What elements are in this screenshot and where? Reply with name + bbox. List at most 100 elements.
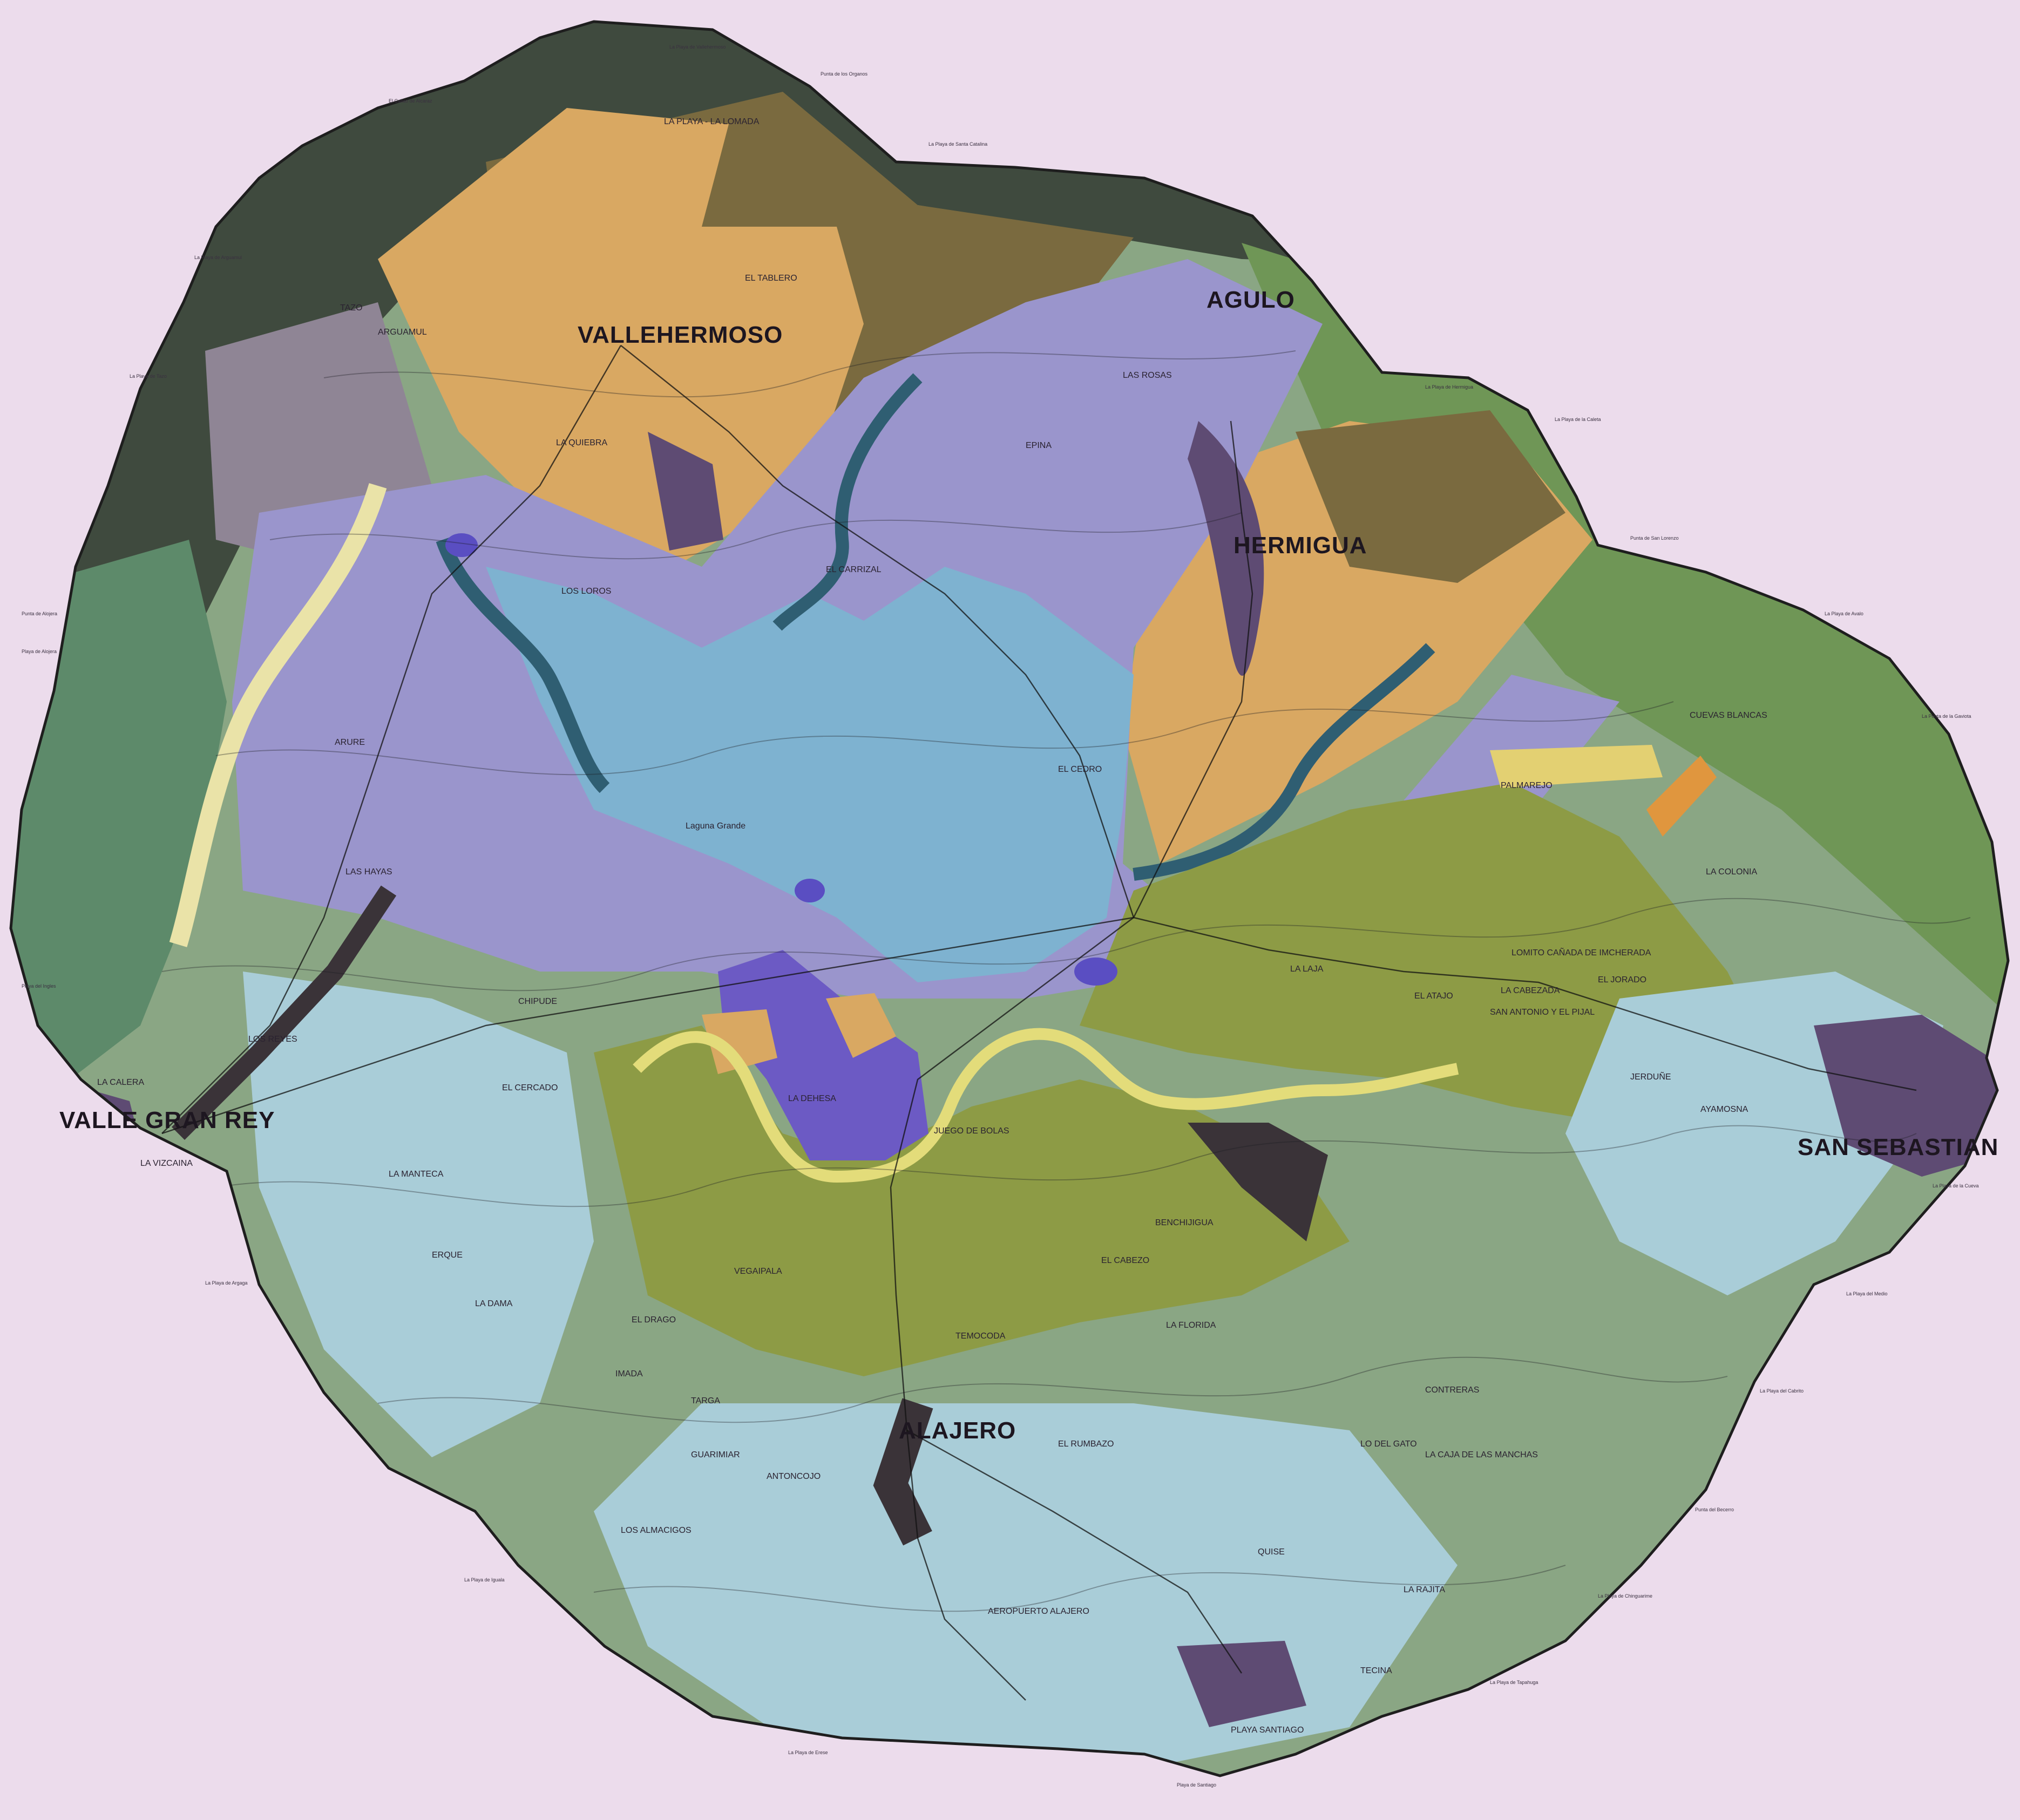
village-label: GUARIMIAR bbox=[691, 1450, 740, 1459]
village-label: LOS REYES bbox=[248, 1035, 297, 1044]
village-label: CONTRERAS bbox=[1425, 1386, 1479, 1395]
village-label: LA CALERA bbox=[97, 1078, 144, 1087]
coastal-label: La Playa de Arguamul bbox=[194, 255, 242, 260]
town-labels: VALLEHERMOSO AGULO HERMIGUA SAN SEBASTIA… bbox=[59, 287, 1998, 1444]
village-label: LAS ROSAS bbox=[1123, 371, 1172, 380]
village-label: LA LAJA bbox=[1290, 965, 1324, 974]
town-label-valle-gran-rey: VALLE GRAN REY bbox=[59, 1107, 275, 1133]
village-label: LA PLAYA - LA LOMADA bbox=[664, 117, 760, 126]
village-label: TEMOCODA bbox=[955, 1332, 1006, 1341]
coastal-label: Playa del Ingles bbox=[22, 983, 56, 989]
town-label-hermigua: HERMIGUA bbox=[1233, 532, 1367, 559]
coastal-labels: El Callao de Alcaraz La Playa de Vallehe… bbox=[22, 44, 1979, 1788]
coastal-label: La Punta de la Gaviota bbox=[1922, 714, 1971, 719]
unit-paleblue-south bbox=[594, 1403, 1458, 1776]
coastal-label: Punta del Becerro bbox=[1695, 1507, 1734, 1512]
village-label: LOS ALMACIGOS bbox=[621, 1526, 692, 1535]
village-label: PLAYA SANTIAGO bbox=[1231, 1726, 1304, 1735]
coastal-label: Punta de los Organos bbox=[821, 71, 868, 77]
coastal-label: La Playa de Chinguarime bbox=[1598, 1593, 1652, 1599]
village-label: EL CEDRO bbox=[1058, 765, 1102, 774]
coastal-label: La Playa del Medio bbox=[1846, 1291, 1888, 1296]
coastal-label: Punta de San Lorenzo bbox=[1630, 535, 1679, 541]
village-labels: LA PLAYA - LA LOMADA TAZO ARGUAMUL EL CA… bbox=[97, 117, 1767, 1735]
village-label: LA COLONIA bbox=[1706, 867, 1757, 877]
village-label: QUISE bbox=[1258, 1547, 1285, 1557]
village-label: EL ATAJO bbox=[1414, 992, 1453, 1001]
unit-darkbrown-sw bbox=[171, 885, 397, 1140]
unit-darkbrown-south bbox=[873, 1398, 933, 1546]
coastal-label: La Playa de Vallehermoso bbox=[669, 44, 726, 50]
village-label: LA CAJA DE LAS MANCHAS bbox=[1425, 1450, 1538, 1459]
unit-lightblue-plateau bbox=[486, 567, 1134, 982]
village-label: LA QUIEBRA bbox=[556, 438, 607, 447]
unit-yellow-west-strip bbox=[169, 483, 387, 947]
village-label: VEGAIPALA bbox=[734, 1267, 782, 1276]
village-label: ARGUAMUL bbox=[378, 328, 427, 337]
village-label: TECINA bbox=[1360, 1666, 1392, 1675]
village-label: LO DEL GATO bbox=[1360, 1439, 1417, 1449]
village-label: CHIPUDE bbox=[518, 997, 557, 1006]
village-label: ERQUE bbox=[432, 1251, 463, 1260]
village-label: LOMITO CAÑADA DE IMCHERADA bbox=[1511, 947, 1651, 957]
village-label: EL TABLERO bbox=[745, 274, 797, 283]
unit-purple-santiago bbox=[1177, 1641, 1306, 1727]
unit-orange-east-1 bbox=[1490, 745, 1663, 788]
unit-teal-dyke-east bbox=[1133, 643, 1435, 881]
village-label: LAS HAYAS bbox=[345, 867, 392, 877]
village-label: BENCHIJIGUA bbox=[1155, 1218, 1214, 1227]
unit-orange-east-2 bbox=[1646, 756, 1717, 837]
village-label: LA FLORIDA bbox=[1166, 1321, 1216, 1330]
town-label-alajero: ALAJERO bbox=[899, 1417, 1016, 1444]
village-label: TARGA bbox=[691, 1396, 720, 1405]
unit-teal-dyke-west bbox=[436, 537, 610, 793]
unit-olive-south bbox=[594, 1026, 1350, 1376]
unit-yellow-ring bbox=[633, 1028, 1459, 1183]
coastal-label: La Playa de Santa Catalina bbox=[928, 141, 987, 147]
coastal-label: La Playa de Tapahuga bbox=[1490, 1680, 1538, 1685]
coastal-label: La Playa del Cabrito bbox=[1760, 1388, 1804, 1394]
village-label: LA MANTECA bbox=[389, 1170, 444, 1179]
unit-violet-crater bbox=[718, 950, 928, 1160]
unit-purple-sansebastian bbox=[1814, 1015, 2008, 1177]
town-label-vallehermoso: VALLEHERMOSO bbox=[578, 322, 783, 348]
village-label: EL CERCADO bbox=[502, 1083, 558, 1092]
unit-darkbrown-center bbox=[1188, 1123, 1328, 1241]
coastal-label: La Playa de la Caleta bbox=[1555, 417, 1601, 422]
town-label-agulo: AGULO bbox=[1206, 287, 1295, 313]
village-label: CUEVAS BLANCAS bbox=[1690, 711, 1767, 720]
unit-orange-north bbox=[378, 108, 864, 567]
unit-orange-patch-1 bbox=[702, 1009, 777, 1074]
village-label: IMADA bbox=[615, 1369, 643, 1378]
unit-orange-patch-2 bbox=[826, 993, 896, 1058]
village-label: PALMAREJO bbox=[1501, 781, 1553, 790]
village-label: ARURE bbox=[335, 738, 365, 747]
village-label: EL CABEZO bbox=[1101, 1256, 1149, 1265]
road-network bbox=[161, 345, 1917, 1701]
village-label: JERDUÑE bbox=[1630, 1071, 1671, 1082]
coastal-label: La Playa de la Cueva bbox=[1933, 1183, 1979, 1189]
village-label: LOS LOROS bbox=[561, 587, 611, 596]
coastal-label: La Playa de Tazo bbox=[130, 373, 167, 379]
village-label: SAN ANTONIO Y EL PIJAL bbox=[1490, 1008, 1595, 1017]
contour-lines bbox=[161, 350, 1971, 1612]
unit-purple-hermigua bbox=[1188, 421, 1264, 676]
coastal-label: La Playa de Iguala bbox=[464, 1577, 505, 1583]
coastal-label: La Playa de Argaga bbox=[205, 1280, 248, 1286]
village-label: LA DEHESA bbox=[788, 1094, 836, 1103]
coastal-label: Punta de Alojera bbox=[22, 611, 57, 616]
village-label: LA VIZCAINA bbox=[140, 1159, 193, 1168]
town-label-san-sebastian: SAN SEBASTIAN bbox=[1798, 1134, 1998, 1160]
village-label: LA CABEZADA bbox=[1501, 986, 1560, 995]
unit-paleblue-southwest bbox=[243, 972, 594, 1457]
village-label: Laguna Grande bbox=[686, 821, 745, 831]
unit-brown-hermigua bbox=[1296, 410, 1565, 583]
coastal-label: Playa de Santiago bbox=[1177, 1782, 1216, 1788]
village-label: EL RUMBAZO bbox=[1058, 1439, 1114, 1449]
village-label: AYAMOSNA bbox=[1700, 1105, 1748, 1114]
coastal-label: La Playa de Hermigua bbox=[1425, 384, 1473, 390]
village-label: EL CARRIZAL bbox=[826, 565, 882, 574]
village-label: EL JORADO bbox=[1598, 975, 1646, 984]
